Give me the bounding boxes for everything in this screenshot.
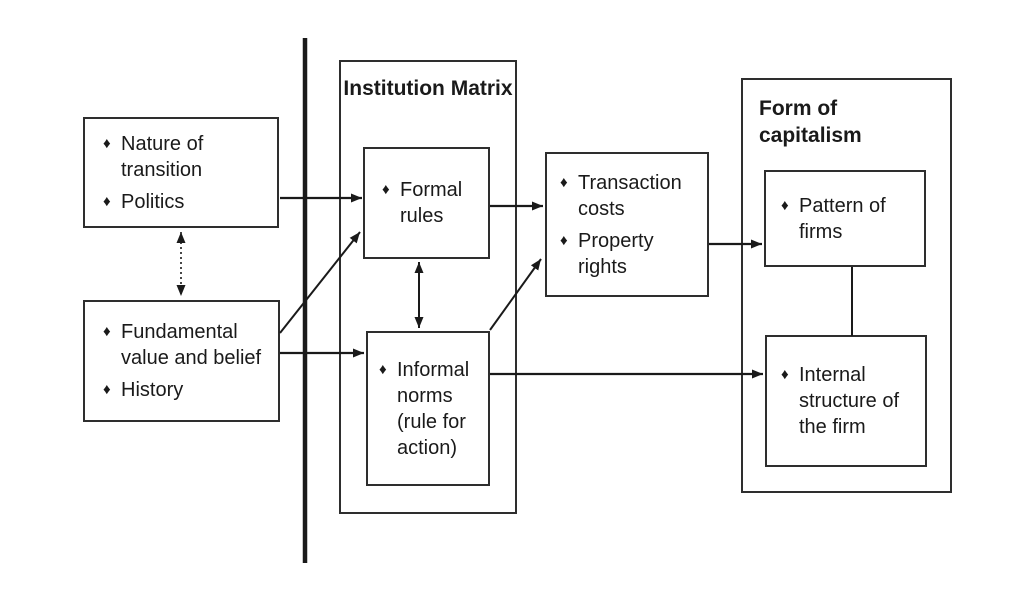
diamond-bullet-icon: ♦ [382, 181, 390, 198]
list-item-label: Nature of transition [121, 132, 204, 181]
informal-norms-box: ♦ Informal norms (rule for action) [366, 331, 490, 486]
list-item-label: History [121, 379, 184, 401]
diamond-bullet-icon: ♦ [781, 366, 789, 383]
nature-politics-box: ♦ Nature of transition ♦ Politics [83, 117, 279, 228]
diamond-bullet-icon: ♦ [103, 192, 111, 210]
list-item-label: Property rights [578, 229, 654, 278]
list-item: ♦ History [103, 377, 268, 403]
diamond-bullet-icon: ♦ [379, 360, 387, 378]
list-item: ♦ Property rights [560, 228, 699, 280]
list-item: ♦ Nature of transition [103, 131, 267, 183]
list-item: ♦ Fundamental value and belief [103, 319, 268, 371]
diamond-bullet-icon: ♦ [560, 173, 568, 191]
list-item-label: Politics [121, 190, 185, 213]
list-item-label: Internal structure of the firm [799, 364, 900, 438]
fundamental-history-box: ♦ Fundamental value and belief ♦ History [83, 300, 280, 422]
pattern-of-firms-box: ♦ Pattern of firms [764, 170, 926, 267]
list-item: ♦ Informal norms (rule for action) [379, 357, 484, 461]
list-item: ♦ Pattern of firms [781, 193, 916, 245]
list-item: ♦ Transaction costs [560, 170, 699, 222]
list-item: ♦ Formal rules [382, 177, 482, 229]
diamond-bullet-icon: ♦ [560, 231, 568, 249]
form-of-capitalism-title: Form of capitalism [759, 97, 862, 147]
institution-matrix-title: Institution Matrix [343, 77, 513, 100]
diamond-bullet-icon: ♦ [781, 196, 789, 214]
list-item: ♦ Politics [103, 189, 267, 215]
diamond-bullet-icon: ♦ [103, 381, 111, 398]
list-item-label: Fundamental value and belief [121, 321, 262, 369]
internal-structure-box: ♦ Internal structure of the firm [765, 335, 927, 467]
diamond-bullet-icon: ♦ [103, 323, 111, 340]
list-item: ♦ Internal structure of the firm [781, 362, 917, 440]
list-item-label: Transaction costs [578, 171, 682, 220]
list-item-label: Formal rules [400, 179, 463, 227]
transaction-property-box: ♦ Transaction costs ♦ Property rights [545, 152, 709, 297]
formal-rules-box: ♦ Formal rules [363, 147, 490, 259]
diamond-bullet-icon: ♦ [103, 134, 111, 152]
list-item-label: Pattern of firms [799, 194, 886, 243]
list-item-label: Informal norms (rule for action) [397, 358, 470, 459]
